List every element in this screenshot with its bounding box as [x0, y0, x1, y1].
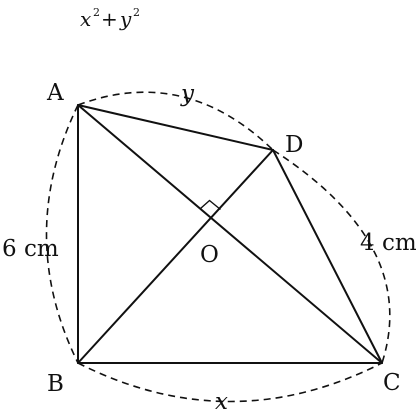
segment-da — [77, 104, 274, 151]
segment-cd — [272, 149, 383, 364]
label-point-c: C — [383, 370, 401, 396]
arc-dc — [272, 149, 391, 364]
formula-plus: + — [101, 7, 118, 31]
formula-exp-x: 2 — [93, 6, 100, 19]
arc-ab — [45, 104, 79, 364]
right-angle-mark — [200, 199, 221, 211]
diagonal-bd — [77, 149, 274, 364]
label-point-d: D — [285, 132, 303, 158]
diagonal-ac — [77, 104, 383, 364]
label-side-dc: 4 cm — [360, 230, 416, 256]
label-point-b: B — [47, 371, 64, 397]
formula-exp-y: 2 — [133, 6, 140, 19]
arc-bc — [77, 362, 383, 403]
label-point-o: O — [200, 242, 219, 268]
label-arc-bc: x — [215, 389, 228, 415]
label-point-a: A — [46, 80, 64, 106]
formula-base-y: y — [119, 7, 132, 31]
label-arc-ad: y — [180, 81, 195, 107]
arc-ad — [77, 91, 274, 151]
label-side-ab: 6 cm — [2, 236, 59, 262]
formula-base-x: x — [80, 7, 91, 31]
